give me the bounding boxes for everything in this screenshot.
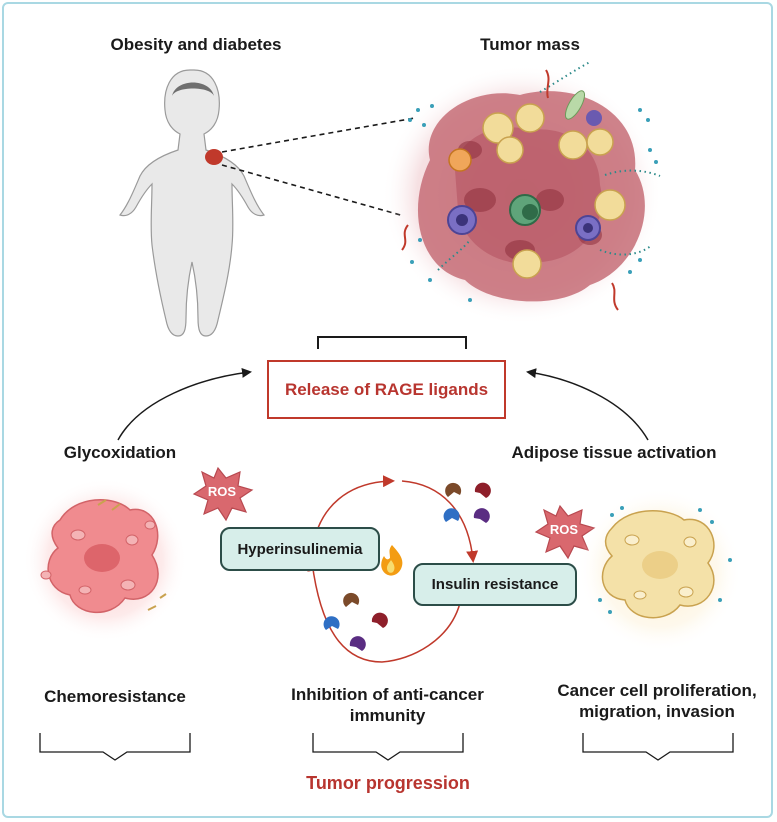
tumor-progression-label: Tumor progression: [306, 773, 470, 793]
tumor-mass-heading: Tumor mass: [480, 35, 580, 54]
adipocyte-cell-illustration: [578, 488, 742, 652]
insulin-resistance-node: Insulin resistance: [413, 563, 577, 606]
flame-icon: [381, 545, 403, 576]
bracket-chemoresistance: [39, 733, 191, 761]
bracket-proliferation: [582, 733, 734, 761]
dashed-line-upper: [221, 117, 416, 153]
ros-left-label: ROS: [208, 484, 237, 499]
tumor-mass-illustration: [382, 61, 662, 325]
bracket-immunity: [312, 733, 464, 761]
cycle-arrow-top-right: [401, 480, 479, 563]
cycle-arrow-bottom: [307, 559, 461, 663]
glycoxidation-label: Glycoxidation: [63, 443, 177, 462]
rage-bracket: [317, 336, 467, 349]
rage-ligands-box: Release of RAGE ligands: [267, 360, 506, 419]
proliferation-label: Cancer cell proliferation, migration, in…: [557, 681, 757, 721]
inhibition-label: Inhibition of anti-cancer immunity: [291, 685, 484, 725]
obesity-heading: Obesity and diabetes: [110, 35, 282, 54]
ros-right-label: ROS: [550, 522, 579, 537]
human-body-icon: [118, 69, 266, 337]
hyperinsulinemia-node: Hyperinsulinemia: [220, 527, 380, 571]
chemoresistance-label: Chemoresistance: [44, 687, 186, 706]
ros-burst-right-icon: [534, 504, 596, 560]
glycated-cell-illustration: [23, 478, 187, 642]
dashed-line-lower: [221, 164, 405, 217]
tumor-site-icon: [205, 149, 223, 165]
arrow-adipose-to-rage: [526, 368, 649, 441]
ros-burst-left-icon: [192, 466, 254, 522]
arrow-glycoxidation-to-rage: [117, 367, 252, 441]
rage-ligand-icons: [323, 482, 491, 651]
adipose-label: Adipose tissue activation: [511, 443, 717, 462]
